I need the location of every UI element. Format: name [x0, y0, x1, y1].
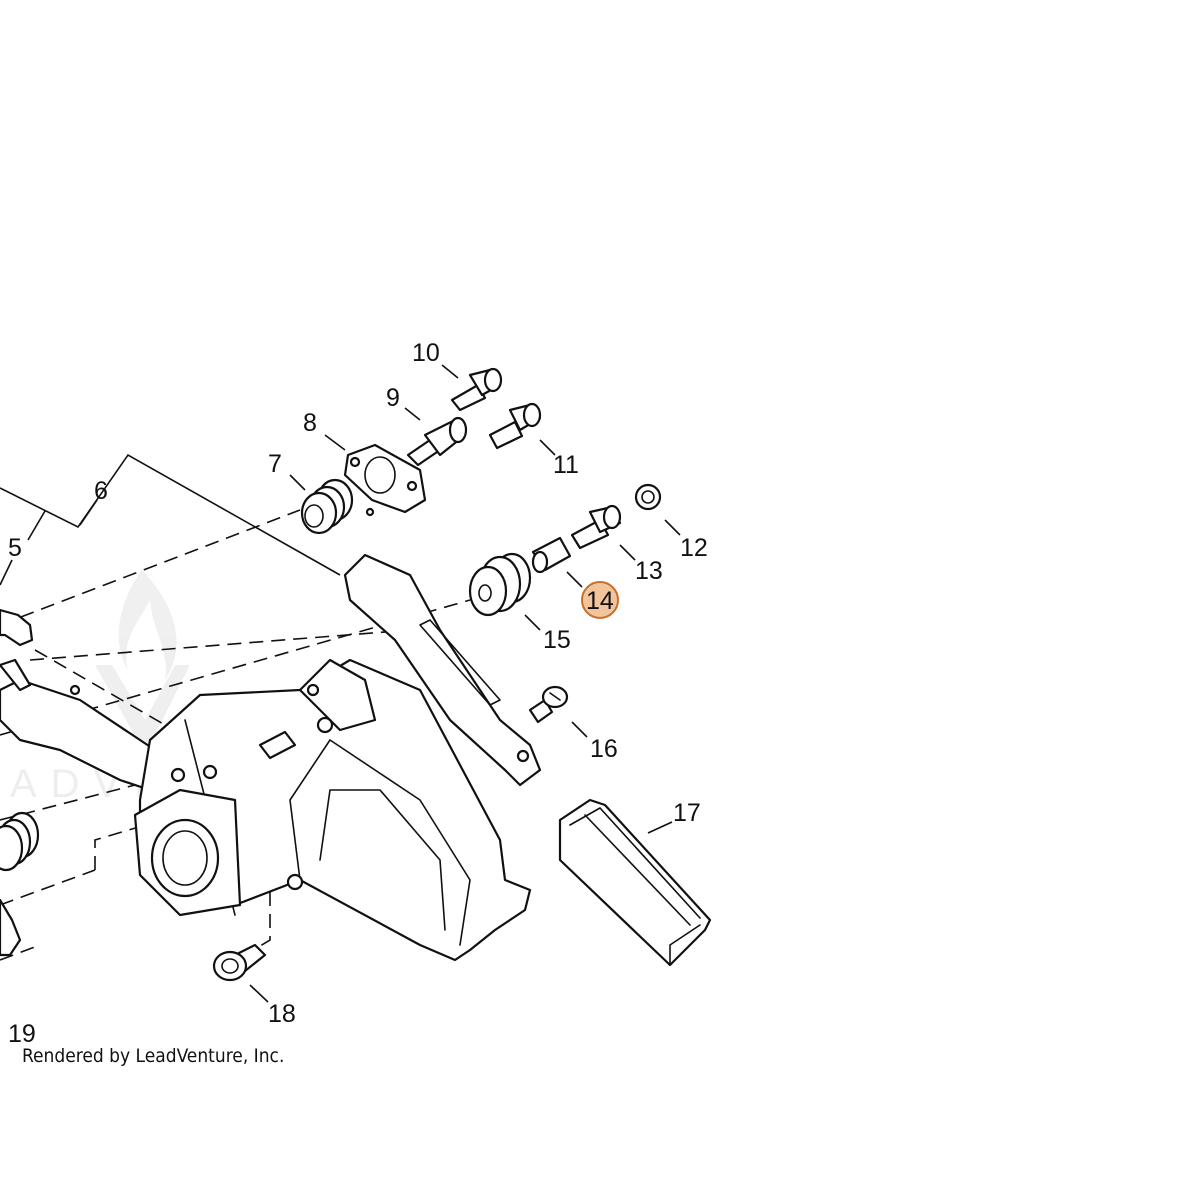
callout-17[interactable]: 17	[673, 799, 701, 827]
callout-8[interactable]: 8	[303, 409, 317, 437]
callout-12[interactable]: 12	[680, 534, 708, 562]
callout-6[interactable]: 6	[94, 477, 108, 505]
callout-10[interactable]: 10	[412, 339, 440, 367]
left-spring	[0, 811, 40, 872]
callout-13[interactable]: 13	[635, 557, 663, 585]
callout-19[interactable]: 19	[8, 1020, 36, 1048]
part-8-plate	[343, 443, 427, 517]
part-15-roller	[468, 552, 532, 617]
part-13-bolt	[570, 504, 622, 550]
leader-lines	[249, 364, 681, 1003]
callout-14-highlight[interactable]: 14	[581, 581, 619, 619]
pedal-arm	[343, 553, 542, 787]
part-16-screw	[528, 685, 569, 724]
callout-14[interactable]: 14	[586, 587, 614, 615]
callouts: 5 6 7 8 9 10 11 12 13 14 15 16 17 18 19	[8, 339, 708, 1048]
pedal-housing	[133, 658, 532, 962]
callout-5[interactable]: 5	[8, 534, 22, 562]
part-18-plug	[212, 943, 267, 982]
callout-11[interactable]: 11	[553, 451, 579, 479]
selected-callout-marker[interactable]	[581, 581, 619, 619]
part-10-bolt	[450, 367, 503, 412]
part-17-pad	[558, 798, 712, 967]
part-14-bushing	[531, 536, 572, 574]
render-credit: Rendered by LeadVenture, Inc.	[22, 1045, 284, 1067]
part-9-bolt	[406, 416, 468, 467]
callout-15[interactable]: 15	[543, 626, 571, 654]
bracket-leader-6	[0, 453, 341, 586]
callout-18[interactable]: 18	[268, 1000, 296, 1028]
callout-9[interactable]: 9	[386, 384, 400, 412]
callout-16[interactable]: 16	[590, 735, 618, 763]
part-11-bolt	[488, 402, 542, 450]
part-7-spring	[300, 478, 354, 535]
part-12-washer	[634, 483, 662, 511]
callout-7[interactable]: 7	[268, 450, 282, 478]
